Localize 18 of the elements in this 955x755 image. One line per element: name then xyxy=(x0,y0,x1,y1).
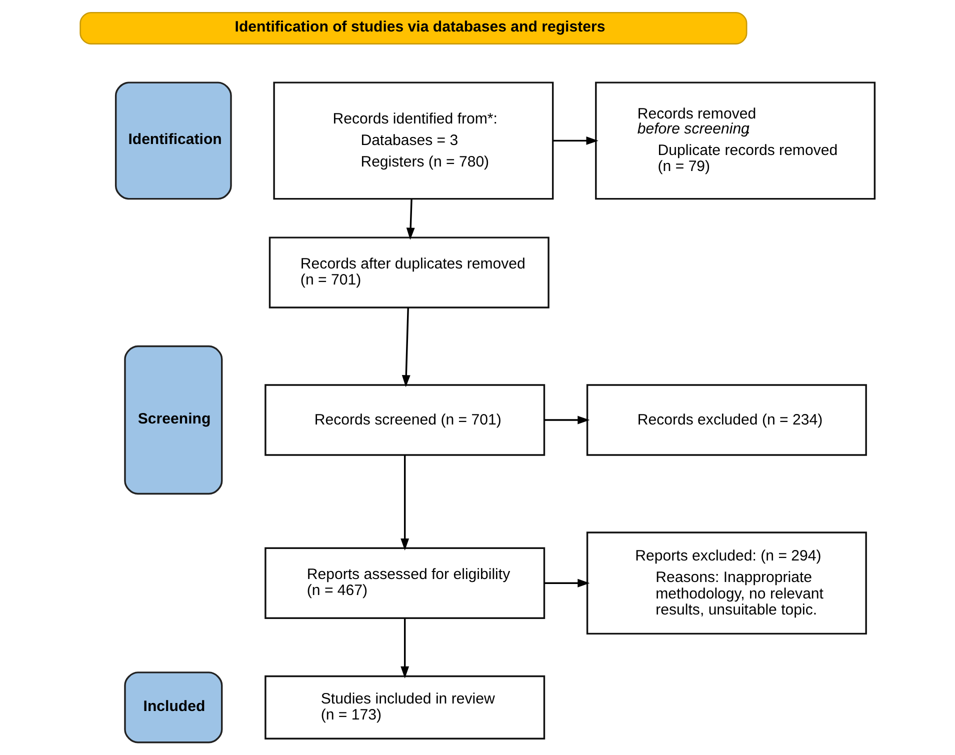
arrow xyxy=(406,199,415,240)
node-box: Reports excluded: (n = 294) Reasons: Inappropriate methodology, no relevant results, unsuitable topic. xyxy=(586,532,867,635)
node-box: Records after duplicates removed (n = 701) xyxy=(268,236,550,308)
arrow xyxy=(402,308,410,388)
node-box: Included xyxy=(124,672,223,744)
node-box: Records screened (n = 701) xyxy=(264,384,546,456)
node-box: Screening xyxy=(124,345,223,495)
arrow xyxy=(553,136,598,145)
arrow xyxy=(400,455,410,551)
arrow xyxy=(544,416,590,424)
node-box: Reports assessed for eligibility (n = 467) xyxy=(264,547,546,619)
arrow xyxy=(400,618,410,678)
node-box: Identification of studies via databases and registers xyxy=(80,12,748,44)
node-box: Records excluded (n = 234) xyxy=(586,384,867,456)
node-box: Records identified from*: Databases = 3 Registers (n = 780) xyxy=(273,82,554,200)
node-box: Identification xyxy=(114,82,232,200)
arrow xyxy=(544,578,590,588)
node-box: Studies included in review (n = 173) xyxy=(264,675,546,740)
